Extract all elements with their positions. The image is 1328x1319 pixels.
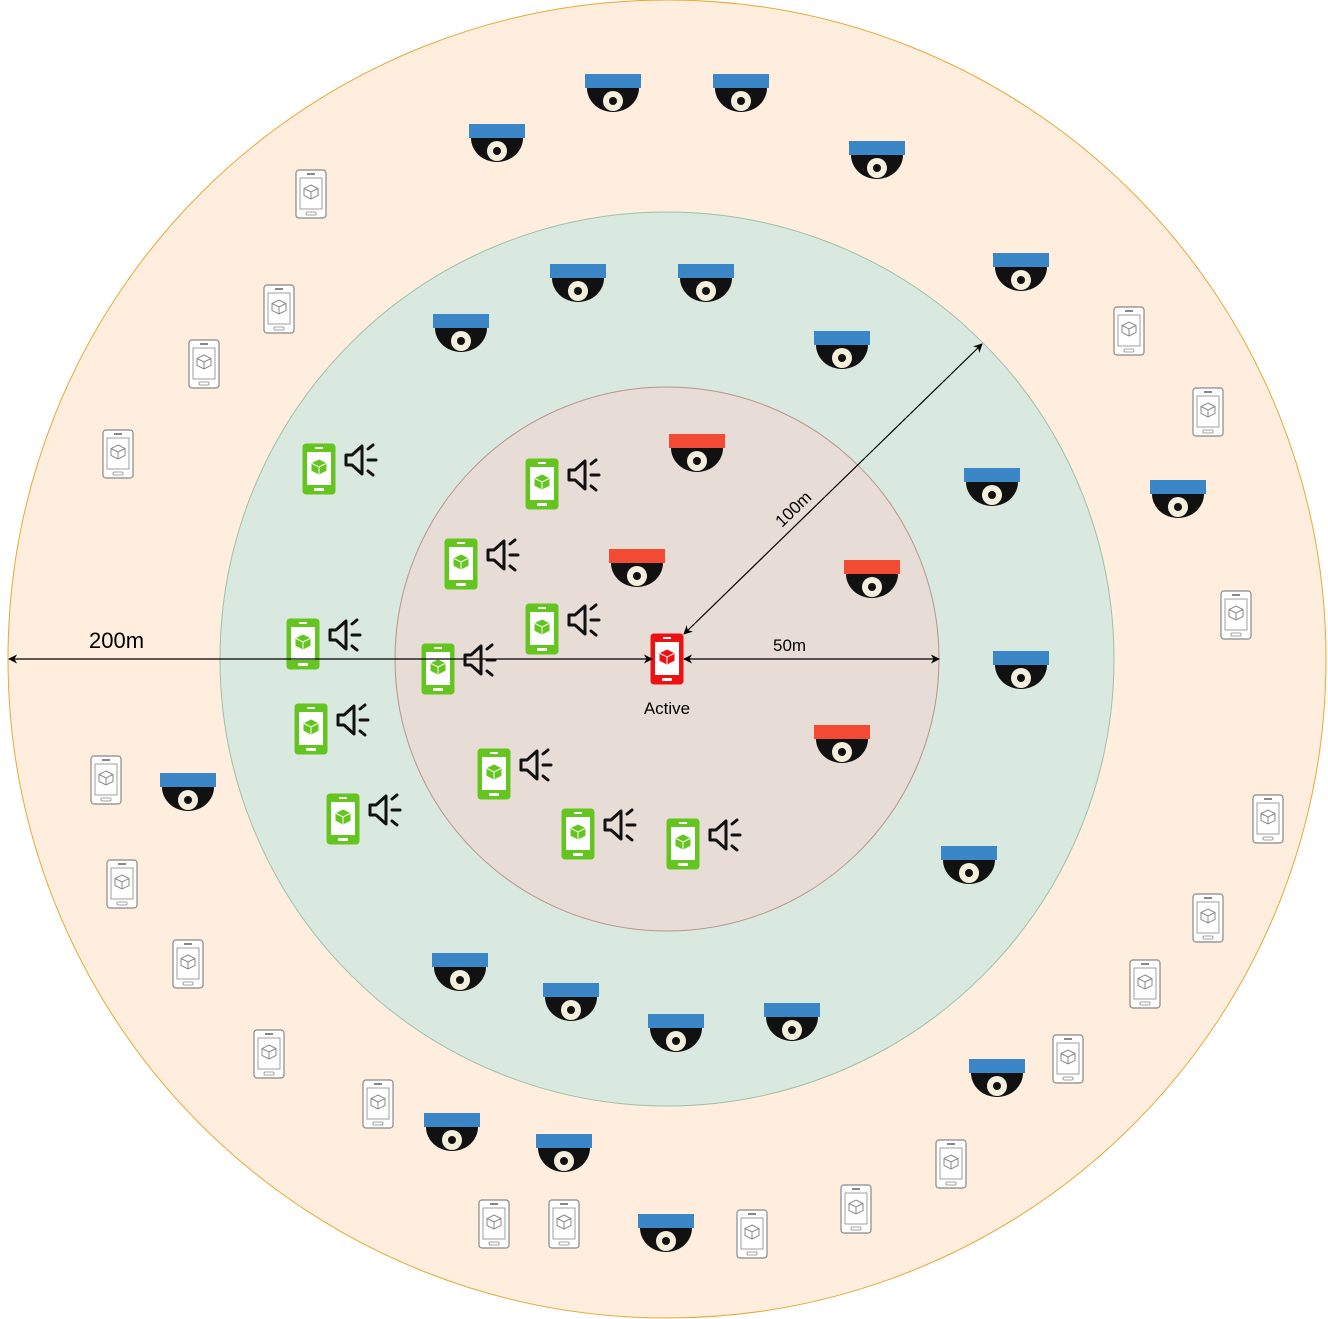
phone-green-6 bbox=[294, 703, 328, 755]
speaker-3 bbox=[567, 603, 601, 637]
phone-green-7 bbox=[477, 748, 511, 800]
phone-gray-8 bbox=[1192, 893, 1224, 943]
camera-blue-middle-2 bbox=[678, 264, 734, 302]
camera-blue-middle-0 bbox=[433, 314, 489, 352]
speaker-0 bbox=[344, 443, 378, 477]
phone-gray-16 bbox=[362, 1079, 394, 1129]
middle-radius-arrow bbox=[683, 343, 983, 635]
inner-radius-label: 50m bbox=[773, 636, 806, 655]
speaker-4 bbox=[328, 618, 362, 652]
camera-blue-outer-5 bbox=[1150, 480, 1206, 518]
speaker-10 bbox=[708, 818, 742, 852]
camera-blue-outer-3 bbox=[849, 141, 905, 179]
camera-blue-outer-12 bbox=[432, 953, 488, 991]
camera-blue-outer-0 bbox=[469, 124, 525, 162]
phone-green-3 bbox=[525, 603, 559, 655]
speaker-8 bbox=[368, 793, 402, 827]
camera-blue-outer-13 bbox=[424, 1113, 480, 1151]
phone-green-0 bbox=[302, 443, 336, 495]
active-phone-icon bbox=[650, 633, 684, 685]
phone-green-2 bbox=[444, 538, 478, 590]
camera-blue-outer-2 bbox=[713, 74, 769, 112]
camera-red-3 bbox=[814, 725, 870, 763]
camera-blue-outer-15 bbox=[638, 1214, 694, 1252]
camera-blue-outer-14 bbox=[536, 1134, 592, 1172]
outer-radius-label: 200m bbox=[89, 628, 144, 653]
camera-blue-outer-16 bbox=[160, 773, 216, 811]
phone-green-1 bbox=[525, 458, 559, 510]
phone-gray-1 bbox=[263, 284, 295, 334]
phone-green-4 bbox=[286, 618, 320, 670]
phone-gray-14 bbox=[548, 1199, 580, 1249]
phone-green-9 bbox=[561, 808, 595, 860]
phone-gray-3 bbox=[102, 429, 134, 479]
phone-green-10 bbox=[666, 818, 700, 870]
phone-green-5 bbox=[421, 643, 455, 695]
phone-gray-6 bbox=[1220, 590, 1252, 640]
camera-blue-outer-1 bbox=[585, 74, 641, 112]
phone-green-8 bbox=[326, 793, 360, 845]
phone-gray-13 bbox=[736, 1209, 768, 1259]
phone-gray-5 bbox=[1192, 387, 1224, 437]
camera-blue-outer-6 bbox=[993, 651, 1049, 689]
phone-gray-9 bbox=[1129, 959, 1161, 1009]
camera-blue-middle-1 bbox=[550, 264, 606, 302]
phone-gray-17 bbox=[253, 1029, 285, 1079]
camera-blue-outer-7 bbox=[941, 846, 997, 884]
speaker-7 bbox=[519, 748, 553, 782]
phone-gray-10 bbox=[1052, 1034, 1084, 1084]
phone-gray-19 bbox=[106, 859, 138, 909]
camera-red-1 bbox=[609, 549, 665, 587]
camera-blue-outer-10 bbox=[648, 1014, 704, 1052]
phone-gray-4 bbox=[1113, 306, 1145, 356]
devices-layer bbox=[90, 74, 1284, 1259]
phone-gray-7 bbox=[1252, 794, 1284, 844]
phone-gray-0 bbox=[295, 169, 327, 219]
phone-gray-2 bbox=[188, 339, 220, 389]
phone-gray-11 bbox=[935, 1139, 967, 1189]
camera-blue-outer-9 bbox=[764, 1003, 820, 1041]
camera-blue-outer-8 bbox=[969, 1059, 1025, 1097]
center-device-label: Active bbox=[644, 699, 690, 718]
speaker-1 bbox=[567, 458, 601, 492]
speaker-6 bbox=[336, 703, 370, 737]
phone-gray-15 bbox=[478, 1199, 510, 1249]
phone-gray-18 bbox=[172, 939, 204, 989]
camera-blue-outer-4 bbox=[993, 253, 1049, 291]
phone-gray-12 bbox=[840, 1184, 872, 1234]
phone-gray-20 bbox=[90, 755, 122, 805]
speaker-9 bbox=[603, 808, 637, 842]
camera-blue-outer-11 bbox=[543, 983, 599, 1021]
speaker-2 bbox=[486, 538, 520, 572]
